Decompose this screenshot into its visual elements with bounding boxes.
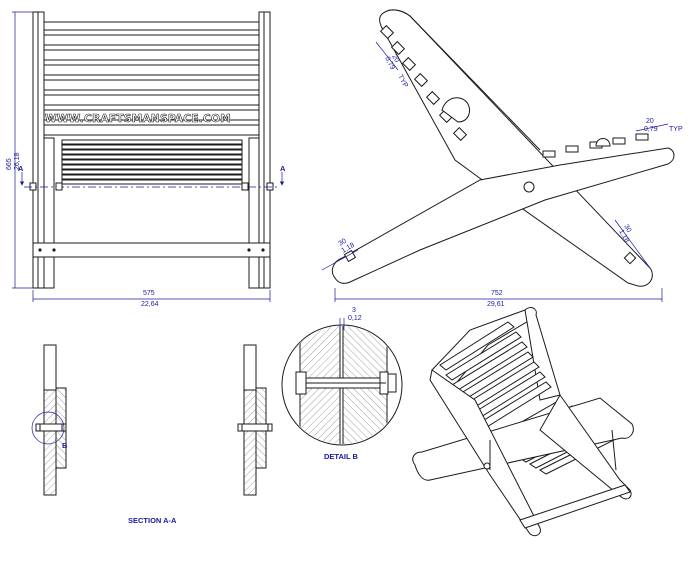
side-length-in: 29,61 <box>487 301 505 308</box>
iso-pivot <box>483 462 491 470</box>
detail-marker: B <box>62 441 68 450</box>
detail-b: 3 0,12 DETAIL B <box>281 307 403 461</box>
section-a-a: B SECTION A-A <box>31 344 273 525</box>
front-right-inner-leg <box>248 137 260 289</box>
side-slat2-mm: 20 <box>646 118 654 125</box>
end-left-mm: 30 <box>338 238 348 248</box>
front-view: A A WWW.CRAFTSMANSPACE.COM 665 26,18 575… <box>6 11 286 308</box>
back-leg-slots <box>379 24 468 142</box>
section-marker-right: A <box>280 164 286 173</box>
iso-back-leg <box>429 369 541 537</box>
front-height-mm: 665 <box>6 158 13 170</box>
section-label: SECTION A-A <box>128 516 177 525</box>
back-leg-cam <box>441 97 471 123</box>
side-slat2-note: TYP <box>669 126 683 133</box>
side-slat-mm: 20 <box>390 54 400 64</box>
left-bolt-head <box>29 182 37 191</box>
front-width-mm: 575 <box>143 290 155 297</box>
seat-slats <box>61 139 243 185</box>
end-right-mm: 30 <box>622 224 632 234</box>
watermark: WWW.CRAFTSMANSPACE.COM <box>45 113 231 125</box>
detail-b-circle <box>31 411 65 445</box>
pivot-bolt <box>523 181 535 193</box>
detail-gap-mm: 3 <box>352 307 356 314</box>
right-bolt-head <box>266 182 274 191</box>
front-left-inner-leg <box>43 137 55 289</box>
iso-front-leg <box>412 397 634 481</box>
detail-gap-in: 0,12 <box>348 315 362 322</box>
side-view: 752 29,61 20 0,79 TYP 20 0,79 TYP 30 1,1… <box>321 9 683 308</box>
side-length-mm: 752 <box>491 290 503 297</box>
front-height-in: 26,18 <box>14 152 21 170</box>
front-width-in: 22,64 <box>141 301 159 308</box>
side-slat-note: TYP <box>396 74 409 90</box>
iso-back-slats <box>439 321 552 431</box>
isometric-view <box>412 307 634 537</box>
section-marker-left: A <box>18 164 24 173</box>
iso-bottom-stretcher <box>519 484 631 529</box>
side-slat2-in: 0,79 <box>644 126 658 133</box>
bottom-stretcher <box>32 242 271 258</box>
side-front-leg <box>331 147 675 284</box>
detail-label: DETAIL B <box>324 452 358 461</box>
back-slats <box>43 21 260 136</box>
